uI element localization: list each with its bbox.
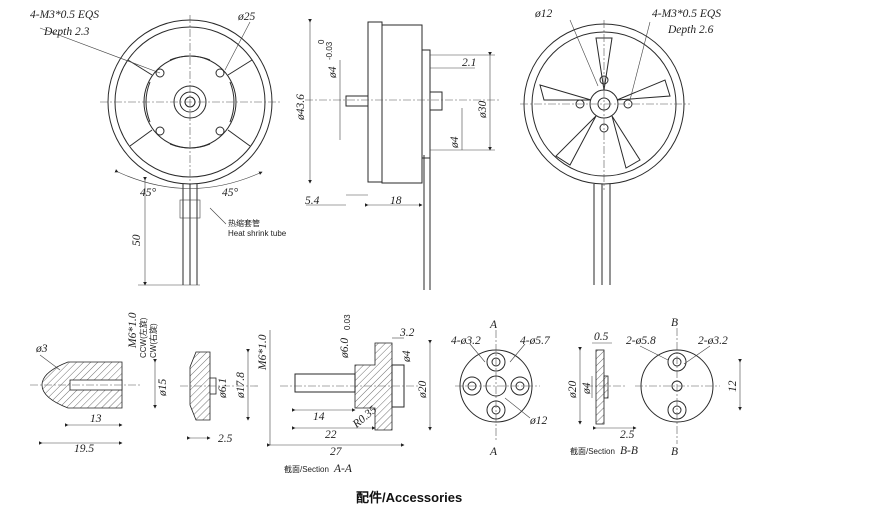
heat-shrink-en: Heat shrink tube bbox=[228, 229, 287, 238]
angle-right: 45° bbox=[222, 187, 239, 199]
angle-left: 45° bbox=[140, 187, 157, 199]
nut-len-19-5: 19.5 bbox=[74, 443, 94, 455]
adapter-section-label: 截面/Section bbox=[284, 464, 329, 474]
plate-b-section-id: B-B bbox=[620, 445, 638, 457]
plate-b-hole-small: 2-ø3.2 bbox=[698, 335, 728, 347]
shaft-diameter: ø4 bbox=[327, 66, 339, 79]
plate-b-hole-big: 2-ø5.8 bbox=[626, 335, 656, 347]
hub-diameter: ø30 bbox=[477, 101, 489, 120]
motor-back-view bbox=[520, 19, 690, 285]
shaft-tol-upper: 0 bbox=[317, 39, 326, 44]
adapter-dia-a-sub: 0.03 bbox=[343, 314, 352, 330]
plate-a-drawing bbox=[455, 330, 540, 442]
nut-tip-diameter: ø3 bbox=[35, 343, 48, 355]
plate-b-marker-bottom: B bbox=[671, 446, 678, 458]
adapter-outer-dia: ø20 bbox=[417, 381, 429, 400]
plate-a-center-dia: ø12 bbox=[529, 415, 548, 427]
back-depth-note: Depth 2.6 bbox=[667, 24, 714, 36]
front-depth-note: Depth 2.3 bbox=[43, 26, 90, 38]
plate-b-drawing bbox=[635, 328, 742, 444]
motor-front-view bbox=[39, 15, 280, 286]
prop-nut-drawing bbox=[30, 354, 157, 445]
adapter-section-id: A-A bbox=[333, 463, 353, 475]
front-thread-note: 4-M3*0.5 EQS bbox=[30, 9, 99, 21]
adapter-dia-b: ø4 bbox=[401, 350, 413, 363]
back-center-diameter: ø12 bbox=[534, 8, 553, 20]
heat-shrink-cn: 热缩套管 bbox=[228, 218, 260, 228]
plate-a-marker-bottom: A bbox=[489, 446, 498, 458]
nut-ccw: CCW(左旋) bbox=[138, 317, 148, 358]
plate-b-thickness: 0.5 bbox=[594, 331, 609, 343]
nut-cw: CW(右旋) bbox=[148, 323, 158, 358]
washer-outer-dia: ø17.8 bbox=[235, 372, 247, 399]
motor-side-view bbox=[305, 19, 500, 290]
bearing-length: 2.1 bbox=[462, 57, 476, 69]
body-diameter: ø43.6 bbox=[295, 94, 307, 121]
plate-a-hole-big: 4-ø5.7 bbox=[520, 335, 551, 347]
adapter-len-22: 22 bbox=[325, 429, 337, 441]
adapter-dia-a: ø6.0 bbox=[339, 338, 351, 359]
shaft-tol-lower: -0.03 bbox=[325, 41, 334, 60]
lead-length: 50 bbox=[131, 234, 143, 246]
plate-b-inner-dia: ø4 bbox=[581, 382, 593, 395]
washer-inner-dia: ø6.1 bbox=[217, 378, 229, 399]
body-length: 18 bbox=[390, 195, 402, 207]
adapter-section-drawing bbox=[267, 330, 432, 447]
adapter-len-27: 27 bbox=[330, 446, 343, 458]
plate-b-depth: 2.5 bbox=[620, 429, 635, 441]
accessories-title: 配件/Accessories bbox=[356, 490, 462, 505]
back-thread-note: 4-M3*0.5 EQS bbox=[652, 8, 721, 20]
washer-thickness: 2.5 bbox=[218, 433, 233, 445]
adapter-flange: 3.2 bbox=[399, 327, 415, 339]
plate-b-outer-dia: ø20 bbox=[567, 381, 579, 400]
shaft-extension: 5.4 bbox=[305, 195, 320, 207]
plate-a-hole-small: 4-ø3.2 bbox=[451, 335, 481, 347]
plate-b-span: 12 bbox=[727, 380, 739, 392]
washer-drawing bbox=[180, 349, 260, 440]
plate-b-section-drawing bbox=[578, 342, 637, 430]
small-diameter: ø4 bbox=[449, 136, 461, 149]
plate-b-marker-top: B bbox=[671, 317, 678, 329]
front-diameter: ø25 bbox=[237, 11, 256, 23]
nut-len-13: 13 bbox=[90, 413, 102, 425]
nut-body-diameter: ø15 bbox=[157, 379, 169, 398]
plate-b-section-label: 截面/Section bbox=[570, 446, 615, 456]
nut-thread: M6*1.0 bbox=[127, 312, 139, 349]
plate-a-marker-top: A bbox=[489, 319, 498, 331]
adapter-thread: M6*1.0 bbox=[257, 334, 269, 371]
adapter-len-14: 14 bbox=[313, 411, 325, 423]
